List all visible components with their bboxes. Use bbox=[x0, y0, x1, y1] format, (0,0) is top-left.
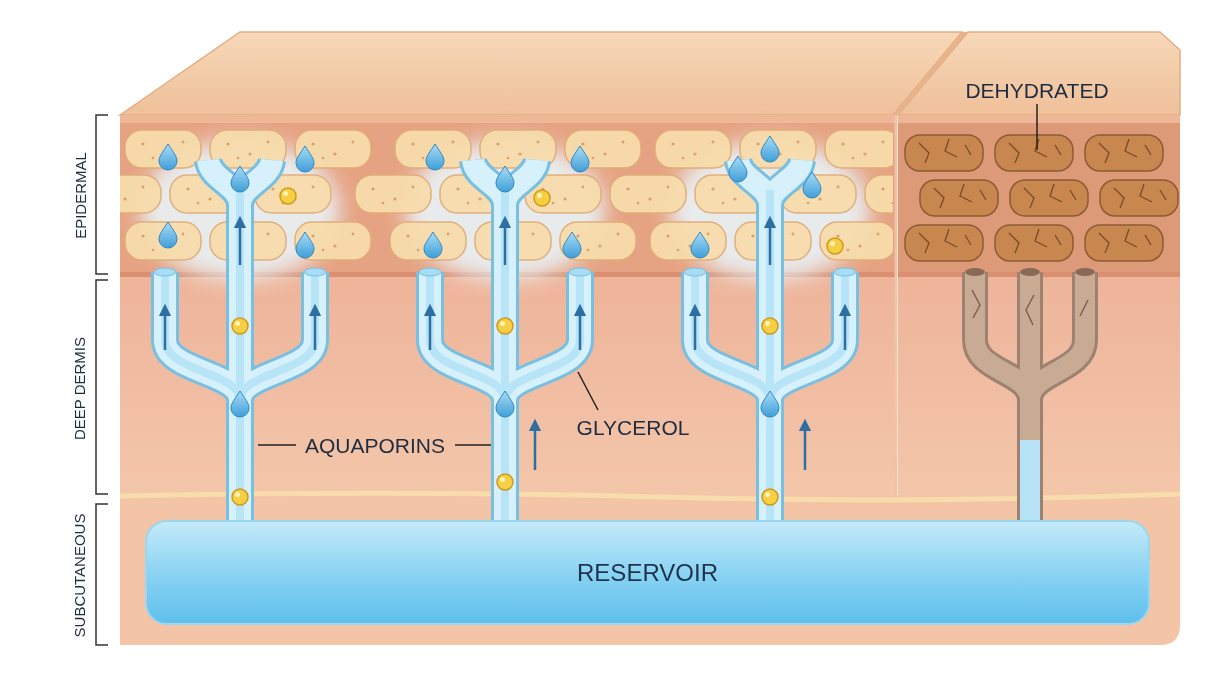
part-label: DEHYDRATED bbox=[965, 80, 1108, 101]
layer-label: EPIDERMAL bbox=[72, 152, 87, 239]
part-label: AQUAPORINS bbox=[305, 435, 445, 456]
layer-label: SUBCUTANEOUS bbox=[73, 513, 88, 637]
part-label: GLYCEROL bbox=[577, 417, 690, 438]
reservoir-pool: RESERVOIR bbox=[145, 520, 1150, 625]
layer-label: DEEP DERMIS bbox=[73, 336, 88, 439]
node-text: RESERVOIR bbox=[577, 559, 718, 587]
